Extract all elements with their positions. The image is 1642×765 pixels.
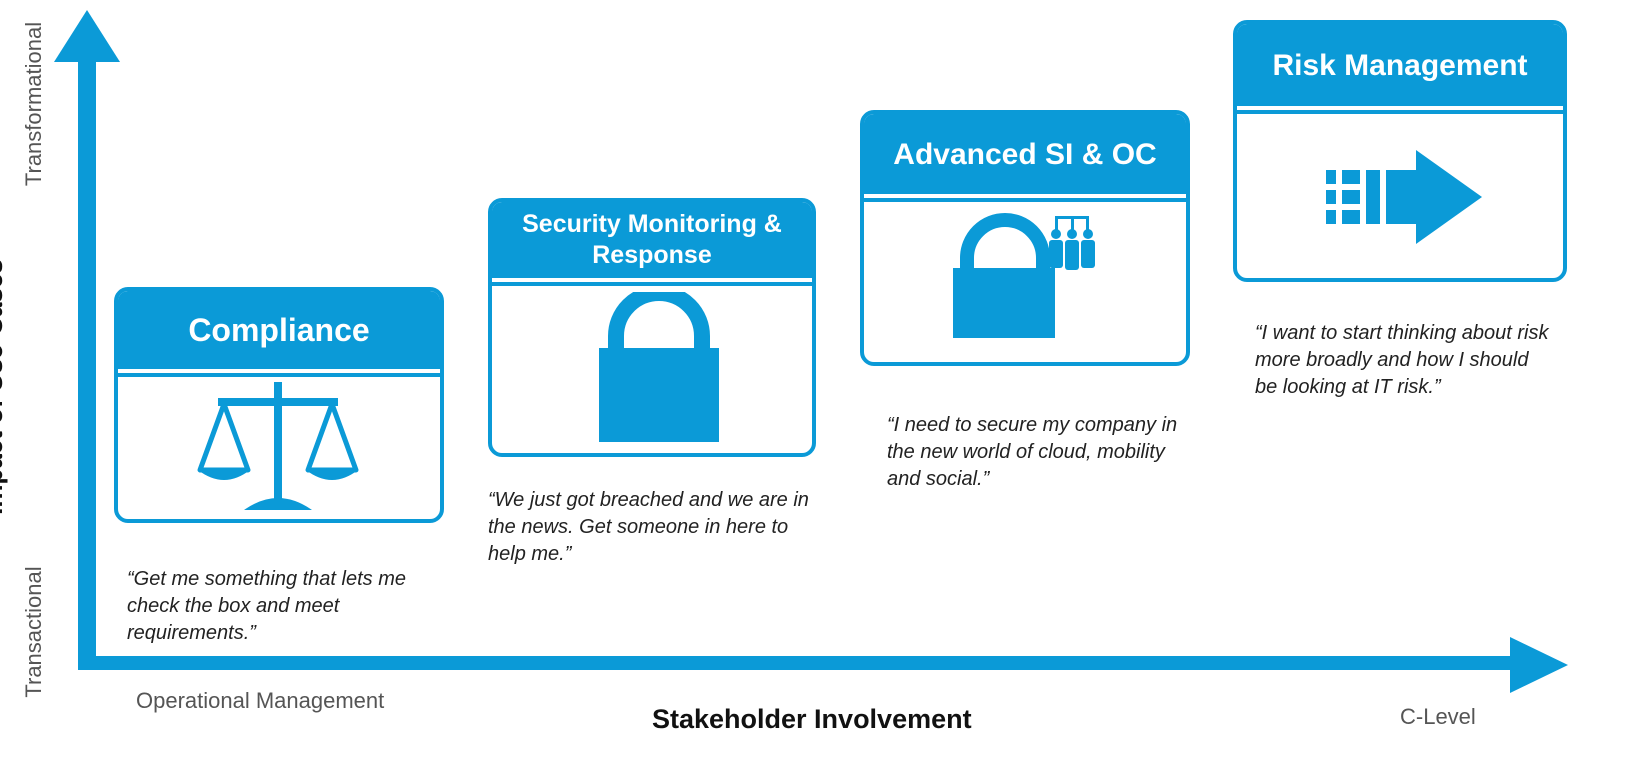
x-axis-title: Stakeholder Involvement [652, 704, 972, 734]
y-axis-line [78, 50, 96, 670]
stage-quote-risk-management: “I want to start thinking about risk mor… [1255, 322, 1549, 398]
stage-icon-area [1237, 110, 1563, 278]
forward-arrow-icon [1326, 150, 1482, 244]
stage-icon-area [492, 282, 812, 452]
y-axis-title: Impact of Use-Cases [0, 259, 8, 515]
stage-quote-advanced-si-oc: “I need to secure my company in the new … [887, 414, 1178, 490]
stage-card-risk-management: Risk Management [1233, 20, 1567, 282]
padlock-team-icon [953, 213, 1095, 338]
stage-title: Compliance [118, 291, 440, 373]
stage-icon-area [864, 198, 1186, 362]
stage-quote-compliance: “Get me something that lets me check the… [127, 568, 407, 644]
stage-title: Advanced SI & OC [864, 114, 1186, 198]
stage-quote-security-monitoring: “We just got breached and we are in the … [488, 489, 809, 565]
stage-card-compliance: Compliance [114, 287, 444, 523]
stage-icon-area [118, 373, 440, 519]
x-axis-arrowhead [1510, 637, 1568, 693]
y-axis-top-label: Transformational [21, 21, 46, 187]
stage-card-security-monitoring: Security Monitoring & Response [488, 198, 816, 457]
x-axis-left-label: Operational Management [136, 688, 385, 713]
y-axis-bottom-label: Transactional [21, 566, 46, 698]
y-axis-arrowhead [54, 10, 120, 62]
x-axis-line [78, 656, 1518, 670]
scales-icon [197, 382, 359, 510]
stage-card-advanced-si-oc: Advanced SI & OC [860, 110, 1190, 366]
padlock-icon [599, 292, 719, 442]
stage-title: Risk Management [1237, 24, 1563, 110]
x-axis-right-label: C-Level [1400, 704, 1476, 729]
stage-title: Security Monitoring & Response [492, 202, 812, 282]
